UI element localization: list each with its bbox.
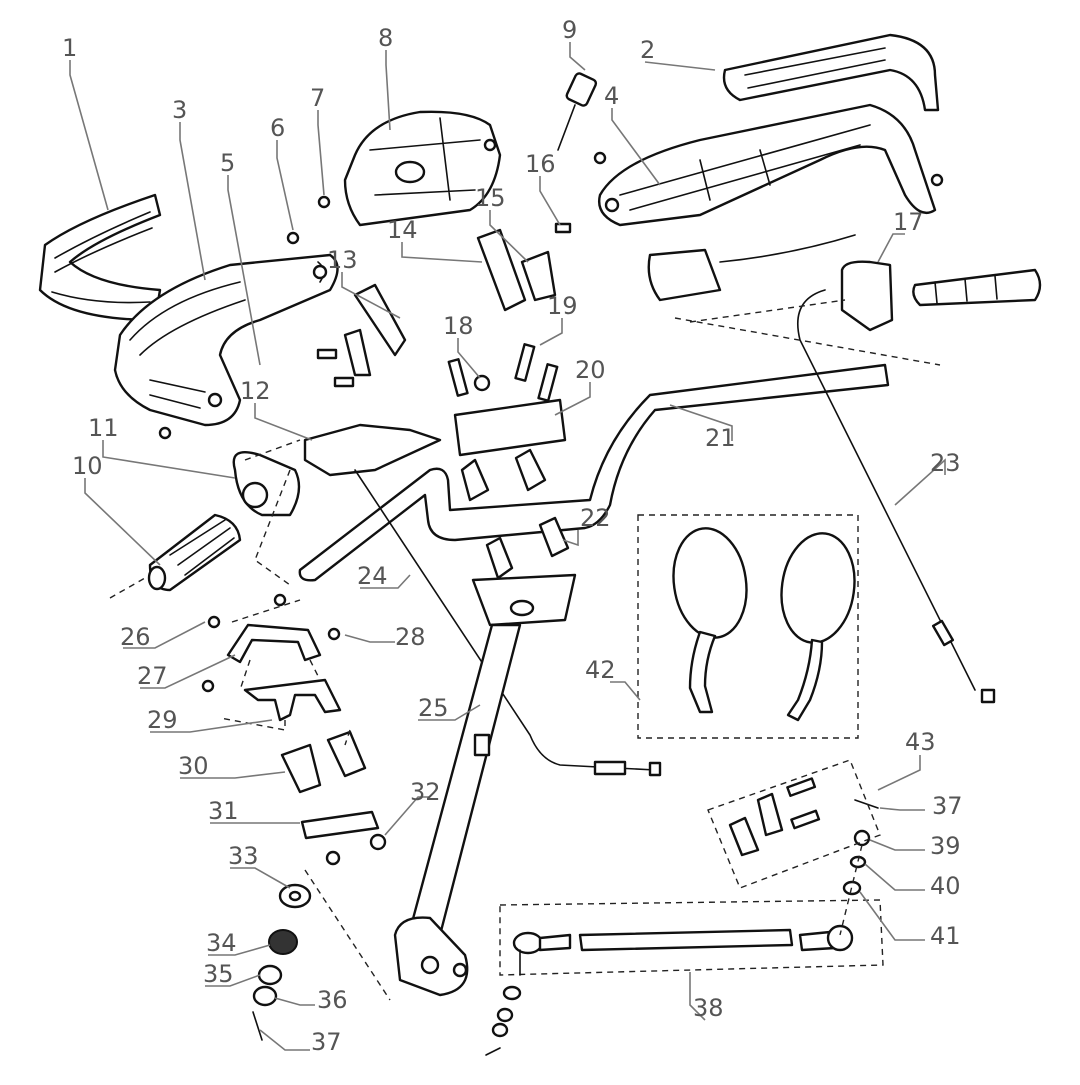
- part-26-30-clamp-assembly: [201, 439, 367, 794]
- part-1-hand-guard-cover: [38, 193, 162, 322]
- part-17-right-switch-and-grip: [647, 234, 1042, 332]
- callout-33: 33: [228, 842, 259, 870]
- callout-2: 2: [640, 36, 655, 64]
- part-2-hand-guard-cover: [722, 33, 940, 112]
- callout-labels: 1 2 3 4 5 6 7 8 9 10 11 12 13 14 15 16 1…: [62, 16, 963, 1056]
- callout-21: 21: [705, 424, 736, 452]
- callout-11: 11: [88, 414, 119, 442]
- callout-9: 9: [562, 16, 577, 44]
- part-10-left-grip: [147, 513, 242, 592]
- part-21-handlebar: [298, 363, 890, 582]
- callout-13: 13: [327, 246, 358, 274]
- callout-3: 3: [172, 96, 187, 124]
- callout-42: 42: [585, 656, 616, 684]
- part-11-throttle-housing: [232, 450, 301, 517]
- callout-32: 32: [410, 778, 441, 806]
- part-24-cable: [354, 469, 662, 777]
- callout-37-left: 37: [311, 1028, 342, 1056]
- part-20-22-clamps: [460, 448, 570, 580]
- part-38-tie-rod-assembly: [485, 899, 884, 1056]
- callout-16: 16: [525, 150, 556, 178]
- callout-17: 17: [893, 208, 924, 236]
- part-42-mirrors: [637, 514, 859, 739]
- callout-15: 15: [475, 184, 506, 212]
- callout-5: 5: [220, 149, 235, 177]
- callout-10: 10: [72, 452, 103, 480]
- callout-1: 1: [62, 34, 77, 62]
- callout-19: 19: [547, 292, 578, 320]
- callout-12: 12: [240, 377, 271, 405]
- part-4-right-hand-guard: [598, 103, 937, 227]
- callout-39: 39: [930, 832, 961, 860]
- callout-4: 4: [604, 82, 619, 110]
- callout-25: 25: [418, 694, 449, 722]
- callout-34: 34: [206, 929, 237, 957]
- part-25-steering-column: [393, 573, 577, 997]
- callout-36: 36: [317, 986, 348, 1014]
- small-hardware: [158, 138, 944, 457]
- callout-6: 6: [270, 114, 285, 142]
- part-43-clamp-kit: [707, 759, 881, 889]
- callout-41: 41: [930, 922, 961, 950]
- callout-8: 8: [378, 24, 393, 52]
- callout-20: 20: [575, 356, 606, 384]
- part-31-36-lower-hardware: [252, 729, 391, 1041]
- callout-24: 24: [357, 562, 388, 590]
- part-3-left-hand-guard: [113, 253, 339, 427]
- callout-18: 18: [443, 312, 474, 340]
- part-9-bolt: [557, 72, 598, 151]
- callout-27: 27: [137, 662, 168, 690]
- part-8-center-cover: [343, 110, 502, 227]
- callout-43: 43: [905, 728, 936, 756]
- callout-40: 40: [930, 872, 961, 900]
- part-12-switch-bracket: [303, 423, 442, 477]
- callout-28: 28: [395, 623, 426, 651]
- callout-35: 35: [203, 960, 234, 988]
- callout-29: 29: [147, 706, 178, 734]
- callout-30: 30: [178, 752, 209, 780]
- callout-38: 38: [693, 994, 724, 1022]
- callout-7: 7: [310, 84, 325, 112]
- part-37-41-nut-washers: [839, 799, 879, 936]
- callout-22: 22: [580, 504, 611, 532]
- callout-14: 14: [387, 216, 418, 244]
- callout-31: 31: [208, 797, 239, 825]
- callout-23: 23: [930, 449, 961, 477]
- callout-37-right: 37: [932, 792, 963, 820]
- leader-lines: [69, 42, 946, 1051]
- callout-26: 26: [120, 623, 151, 651]
